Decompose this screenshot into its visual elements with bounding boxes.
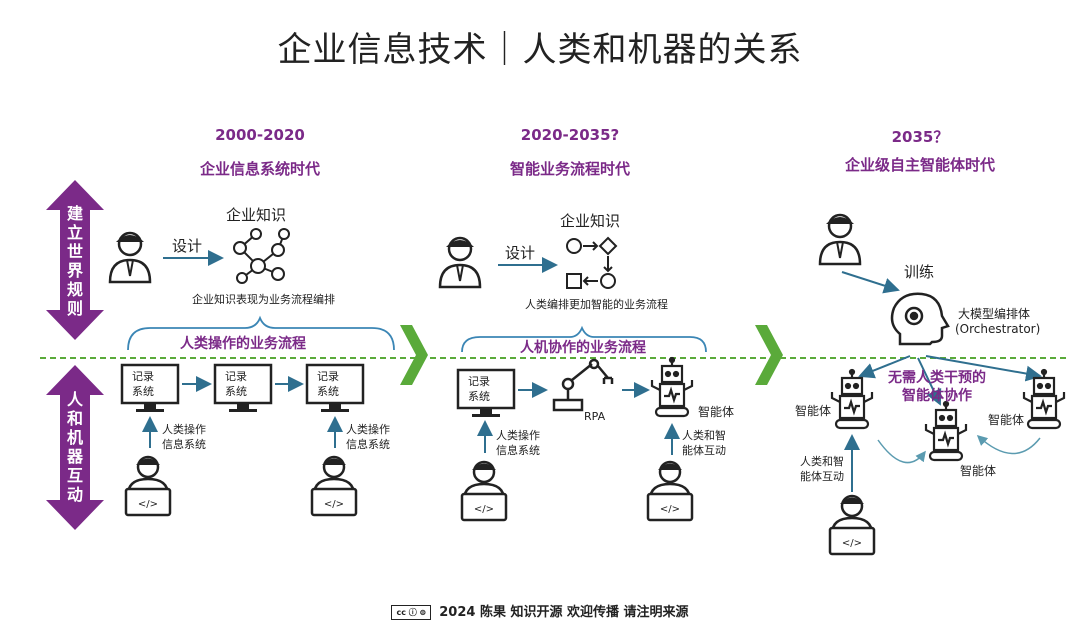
system-label: 记录 系统	[132, 370, 154, 398]
era-3-name: 企业级自主智能体时代	[844, 156, 995, 174]
rpa-label: RPA	[584, 410, 606, 423]
developer-laptop-icon: </>	[124, 455, 172, 517]
knowledge-caption: 企业知识表现为业务流程编排	[192, 293, 335, 306]
svg-text:</>: </>	[842, 538, 862, 549]
collaboration-curve-arrow	[976, 434, 1041, 455]
knowledge-title: 企业知识	[226, 206, 287, 224]
train-arrow	[841, 271, 900, 294]
footer-text: 2024 陈果 知识开源 欢迎传播 请注明来源	[439, 605, 689, 620]
side-arrow-top	[46, 180, 104, 340]
page-title: 企业信息技术｜人类和机器的关系	[277, 30, 803, 70]
ai-head-orchestrator-icon	[890, 292, 950, 346]
ai-agent-robot-icon	[924, 400, 968, 462]
business-person-icon	[438, 236, 482, 289]
agent-label: 智能体	[795, 404, 832, 418]
process-label: 人类操作的业务流程	[180, 336, 306, 352]
era-chevron-1	[400, 325, 428, 385]
process-label: 人机协作的业务流程	[520, 340, 646, 356]
user-caption: 人类操作 信息系统	[496, 429, 540, 457]
developer-laptop-icon: </>	[646, 460, 694, 522]
design-label: 设计	[505, 244, 536, 262]
process-flow-icon	[566, 236, 618, 289]
knowledge-network-icon	[233, 228, 290, 284]
orchestrate-arrow	[917, 357, 942, 406]
ai-agent-robot-icon	[650, 356, 694, 418]
agent-label: 智能体	[988, 413, 1025, 427]
ai-agent-robot-icon	[1022, 368, 1066, 430]
side-label-world-rules: 建立世界规则	[66, 204, 83, 318]
orchestrate-arrow	[858, 355, 911, 379]
agent-label: 智能体	[698, 405, 735, 419]
orchestrator-sub-label: (Orchestrator)	[955, 322, 1041, 336]
developer-laptop-icon: </>	[310, 455, 358, 517]
knowledge-caption: 人类编排更加智能的业务流程	[525, 298, 668, 311]
side-arrow-bottom	[46, 365, 104, 530]
rpa-robot-arm-icon	[552, 358, 614, 412]
era-1-year: 2000-2020	[215, 126, 305, 144]
train-label: 训练	[904, 263, 935, 281]
developer-laptop-icon: </>	[828, 494, 876, 556]
user-caption: 人类操作 信息系统	[346, 423, 390, 451]
svg-text:</>: </>	[324, 499, 344, 510]
no-intervention-label: 无需人类干预的 智能体协作	[888, 370, 986, 404]
system-label: 记录 系统	[317, 370, 339, 398]
business-person-icon	[818, 213, 862, 266]
user-caption: 人类操作 信息系统	[162, 423, 206, 451]
agent-label: 智能体	[960, 464, 997, 478]
svg-text:</>: </>	[138, 499, 158, 510]
system-label: 记录 系统	[225, 370, 247, 398]
era-2-name: 智能业务流程时代	[509, 160, 630, 178]
business-person-icon	[108, 231, 152, 284]
record-system-monitor-icon	[456, 368, 516, 417]
user-caption: 人类和智 能体互动	[682, 429, 726, 457]
svg-text:</>: </>	[474, 504, 494, 515]
developer-laptop-icon: </>	[460, 460, 508, 522]
orchestrator-label: 大模型编排体	[958, 307, 1031, 321]
process-bracket-1	[127, 315, 395, 351]
collaboration-curve-arrow	[877, 439, 926, 464]
footer: cc ⓘ ⊜ 2024 陈果 知识开源 欢迎传播 请注明来源	[0, 601, 1080, 620]
era-3-year: 2035？	[891, 128, 949, 146]
record-system-monitor-icon	[305, 363, 365, 412]
ai-agent-robot-icon	[830, 368, 874, 430]
orchestrate-arrow	[925, 355, 1042, 382]
user-caption: 人类和智 能体互动	[800, 455, 844, 483]
record-system-monitor-icon	[120, 363, 180, 412]
record-system-monitor-icon	[213, 363, 273, 412]
era-chevron-2	[755, 325, 783, 385]
svg-text:</>: </>	[660, 504, 680, 515]
era-1-name: 企业信息系统时代	[199, 160, 320, 178]
side-label-human-machine: 人和机器互动	[66, 390, 83, 504]
system-label: 记录 系统	[468, 375, 490, 403]
era-2-year: 2020-2035?	[520, 126, 620, 144]
cc-license-icon: cc ⓘ ⊜	[391, 605, 432, 620]
process-bracket-2	[461, 325, 707, 353]
knowledge-title: 企业知识	[560, 212, 621, 230]
design-label: 设计	[172, 237, 203, 255]
